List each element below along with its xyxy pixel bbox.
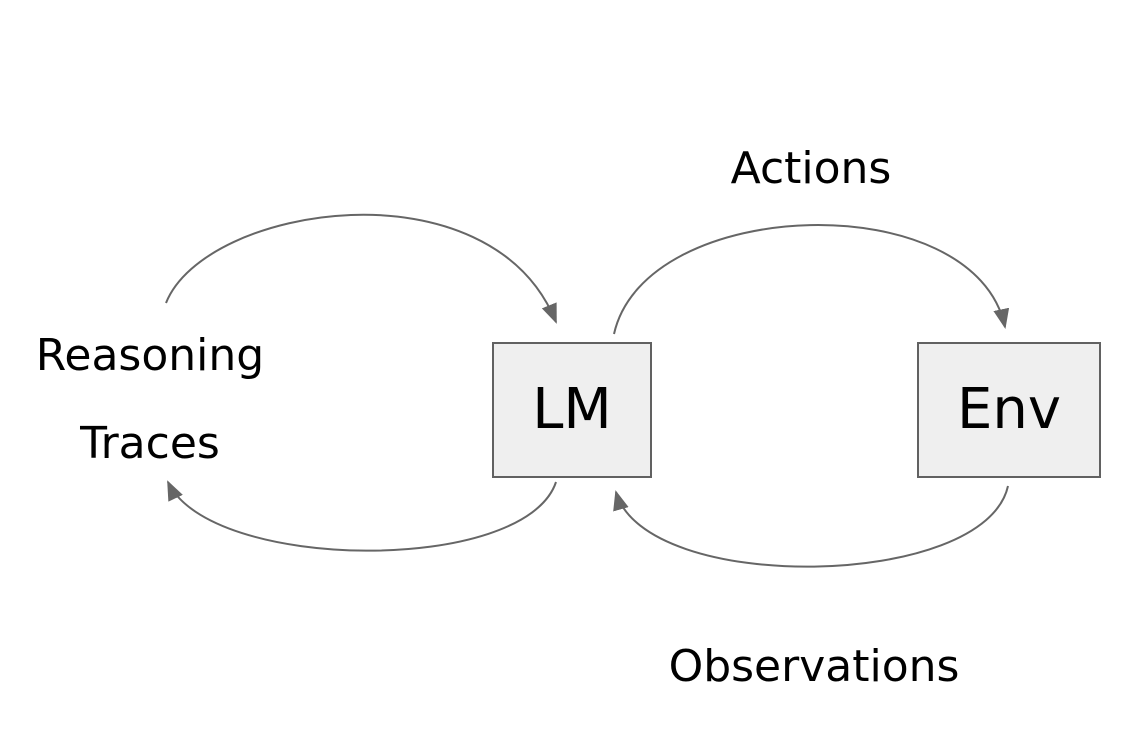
label-reasoning-traces: Reasoning Traces: [0, 312, 300, 488]
node-lm: LM: [492, 342, 652, 478]
node-lm-label: LM: [532, 377, 612, 442]
edge-lm-to-reasoning-traces: [167, 480, 557, 552]
edge-reasoning-traces-to-lm: [165, 213, 557, 324]
edge-lm-to-env-actions: [613, 224, 1010, 335]
label-reasoning-line1: Reasoning: [35, 330, 265, 381]
node-env-label: Env: [956, 377, 1061, 442]
label-actions: Actions: [730, 143, 892, 194]
label-observations: Observations: [668, 641, 960, 692]
node-env: Env: [917, 342, 1101, 478]
label-reasoning-line2: Traces: [80, 418, 220, 469]
edge-env-to-lm-observations: [613, 485, 1009, 568]
